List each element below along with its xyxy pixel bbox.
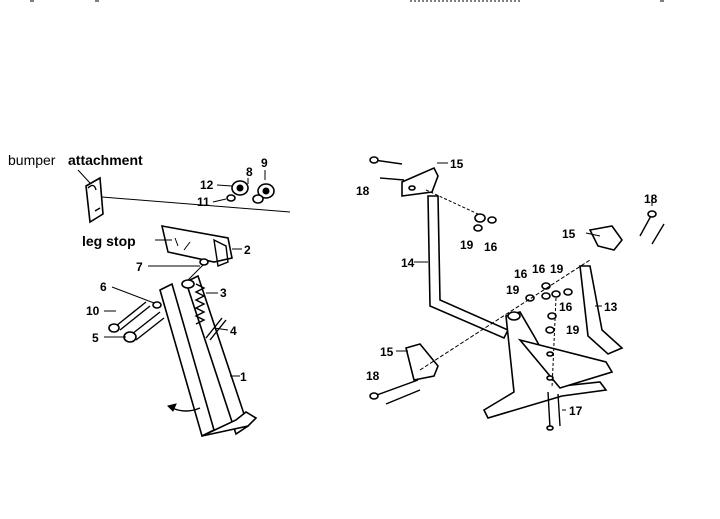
leg-stand-part (159, 261, 258, 438)
callout-7: 7 (136, 260, 143, 274)
dashed-assembly-lines (419, 189, 591, 389)
caption-leg-stop: leg stop (82, 233, 136, 249)
callout-16-a: 16 (484, 240, 498, 254)
callout-15-top: 15 (450, 157, 464, 171)
callout-leaders (104, 162, 653, 411)
callout-3: 3 (220, 286, 227, 300)
bolts-18 (369, 156, 665, 405)
bracket-15-bottom (405, 343, 439, 381)
callout-1: 1 (240, 370, 247, 384)
callout-15-bottom: 15 (380, 345, 394, 359)
nut-7 (199, 258, 209, 266)
callout-18-bottom: 18 (366, 369, 380, 383)
callout-18-top: 18 (356, 184, 370, 198)
callout-8: 8 (246, 165, 253, 179)
frame-13 (579, 265, 624, 355)
callout-9: 9 (261, 156, 268, 170)
bolts-17 (546, 391, 561, 431)
hardware-8-9-11-12 (226, 180, 275, 204)
callout-16-c: 16 (532, 262, 546, 276)
callout-16-b: 16 (514, 267, 528, 281)
callout-15-right: 15 (562, 227, 576, 241)
caption-attachment: attachment (68, 152, 143, 168)
bumper-leader-line (101, 196, 291, 213)
bolt-10 (108, 301, 151, 333)
callout-19-a: 19 (460, 238, 474, 252)
callout-16-d: 16 (559, 300, 573, 314)
washer-6 (152, 301, 162, 309)
caption-bumper: bumper (8, 152, 56, 168)
frame-14 (427, 195, 510, 340)
callout-17: 17 (569, 404, 583, 418)
callout-5: 5 (92, 331, 99, 345)
bumper-arrow (77, 169, 91, 184)
callout-14: 14 (401, 256, 415, 270)
callout-6: 6 (100, 280, 107, 294)
bracket-15-top (401, 166, 439, 197)
bumper-attachment-part (85, 176, 104, 224)
callout-19-c: 19 (550, 262, 564, 276)
callout-18-right: 18 (644, 192, 658, 206)
hardware-16-19 (473, 213, 573, 334)
frame-main-base (482, 311, 614, 419)
bracket-15-right (588, 225, 624, 251)
callout-11: 11 (197, 195, 210, 209)
callout-12: 12 (200, 178, 214, 192)
callout-4: 4 (230, 324, 237, 338)
bolt-5 (123, 311, 165, 343)
callout-19-b: 19 (506, 283, 520, 297)
callout-2: 2 (244, 243, 251, 257)
callout-13: 13 (604, 300, 618, 314)
callout-19-d: 19 (566, 323, 580, 337)
leg-stop-bracket (160, 224, 233, 267)
callout-10: 10 (86, 304, 100, 318)
spring-part (194, 283, 206, 325)
